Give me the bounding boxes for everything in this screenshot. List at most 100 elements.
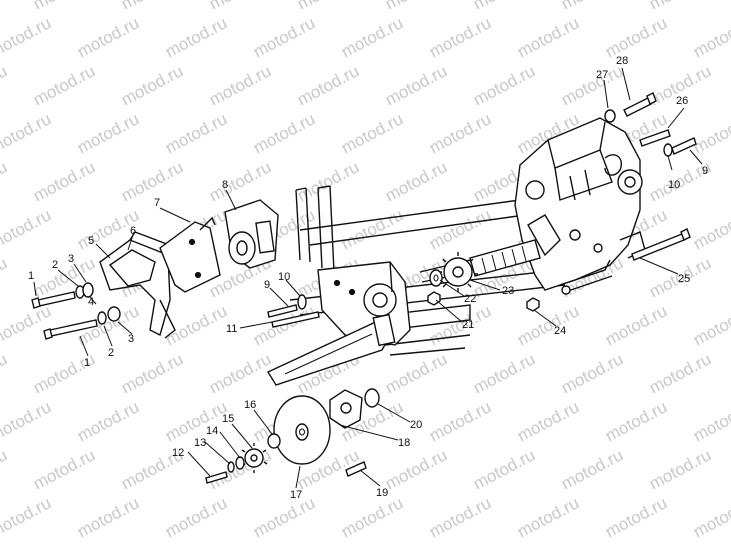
callout-20: 20 (410, 419, 422, 431)
bolt-1-lower (43, 319, 98, 340)
callout-22: 22 (464, 293, 476, 305)
bracket-5-6 (99, 231, 176, 339)
watermark-text: motod.ru (162, 493, 230, 541)
watermark-text: motod.ru (514, 301, 582, 349)
watermark-text: motod.ru (118, 61, 186, 109)
watermark-text: motod.ru (0, 349, 10, 397)
bolt-26 (639, 129, 671, 147)
watermark-text: motod.ru (426, 109, 494, 157)
callout-18: 18 (398, 437, 410, 449)
watermark-text: motod.ru (206, 61, 274, 109)
callout-4: 4 (88, 296, 94, 308)
watermark-text: motod.ru (602, 301, 670, 349)
bracket-7 (159, 216, 221, 293)
callout-10-left: 10 (278, 271, 290, 283)
callout-7: 7 (154, 197, 160, 209)
callout-13: 13 (194, 437, 206, 449)
watermark-text: motod.ru (426, 493, 494, 541)
bolt-1-upper (31, 291, 76, 309)
watermark-text: motod.ru (0, 445, 10, 493)
plate-18 (329, 389, 363, 429)
watermark-text: motod.ru (30, 445, 98, 493)
watermark-text: motod.ru (382, 349, 450, 397)
watermark-text: motod.ru (690, 205, 731, 253)
callout-11: 11 (226, 323, 237, 335)
callout-labels: 1 1 2 2 3 3 4 5 6 7 8 9 9 10 10 11 12 13… (28, 55, 708, 501)
watermark-text: motod.ru (602, 13, 670, 61)
watermark-text: motod.ru (690, 109, 731, 157)
callout-24: 24 (554, 325, 566, 337)
watermark-text: motod.ru (118, 349, 186, 397)
watermark-text: motod.ru (74, 397, 142, 445)
callout-5: 5 (88, 235, 94, 247)
callout-15: 15 (222, 413, 234, 425)
watermark-text: motod.ru (690, 397, 731, 445)
washer-3-upper (82, 282, 94, 298)
watermark-text: motod.ru (162, 13, 230, 61)
watermark-text: motod.ru (602, 493, 670, 541)
watermark-text: motod.ru (74, 493, 142, 541)
bolt-12 (205, 471, 228, 484)
watermark-text: motod.ru (162, 109, 230, 157)
washer-2-lower (97, 311, 107, 325)
watermark-text: motod.ru (382, 157, 450, 205)
watermark-text: motod.ru (382, 445, 450, 493)
watermark-text: motod.ru (646, 349, 714, 397)
washer-13 (227, 461, 235, 473)
callout-10-right: 10 (668, 179, 680, 191)
callout-2-upper: 2 (52, 259, 58, 271)
watermark-text: motod.ru (646, 445, 714, 493)
callout-8: 8 (222, 179, 228, 191)
watermark-text: motod.ru (426, 397, 494, 445)
callout-23: 23 (502, 285, 514, 297)
watermark-text: motod.ru (558, 0, 626, 14)
washer-22 (429, 269, 443, 287)
watermark-text: motod.ru (74, 13, 142, 61)
washer-16 (267, 433, 281, 449)
callout-2-lower: 2 (108, 347, 114, 359)
watermark-text: motod.ru (30, 157, 98, 205)
callout-1-upper: 1 (28, 270, 34, 282)
watermark-text: motod.ru (206, 0, 274, 14)
watermark-text: motod.ru (74, 109, 142, 157)
watermark-text: motod.ru (250, 493, 318, 541)
nut-24 (526, 297, 540, 312)
callout-26: 26 (676, 95, 688, 107)
sprocket-23 (438, 252, 478, 292)
watermark-text: motod.ru (426, 13, 494, 61)
callout-19: 19 (376, 487, 388, 499)
watermark-text: motod.ru (30, 0, 98, 14)
watermark-text: motod.ru (0, 157, 10, 205)
watermark-text: motod.ru (294, 157, 362, 205)
watermark-text: motod.ru (338, 13, 406, 61)
watermark-text: motod.ru (558, 349, 626, 397)
watermark-text: motod.ru (118, 0, 186, 14)
watermark-text: motod.ru (338, 109, 406, 157)
watermark-text: motod.ru (470, 445, 538, 493)
watermark-text: motod.ru (30, 61, 98, 109)
spacer-20 (364, 388, 380, 408)
watermark-text: motod.ru (690, 493, 731, 541)
callout-16: 16 (244, 399, 256, 411)
watermark-text: motod.ru (470, 61, 538, 109)
watermark-text: motod.ru (514, 13, 582, 61)
callout-9-left: 9 (264, 279, 270, 291)
watermark-text: motod.ru (338, 493, 406, 541)
callout-9-right: 9 (702, 165, 708, 177)
watermark-text: motod.ru (0, 61, 10, 109)
bracket-8 (224, 199, 279, 269)
washer-10 (297, 294, 307, 310)
watermark-text: motod.ru (0, 253, 10, 301)
watermark-text: motod.ru (250, 13, 318, 61)
watermark-text: motod.ru (294, 0, 362, 14)
watermark-text: motod.ru (470, 0, 538, 14)
pulley-17 (273, 395, 331, 465)
watermark-text: motod.ru (602, 397, 670, 445)
callout-17: 17 (290, 489, 302, 501)
watermark-text: motod.ru (690, 301, 731, 349)
callout-3-lower: 3 (128, 333, 134, 345)
bolt-28-head (646, 92, 657, 105)
watermark-text: motod.ru (0, 0, 10, 14)
washer-10-right (663, 143, 673, 157)
